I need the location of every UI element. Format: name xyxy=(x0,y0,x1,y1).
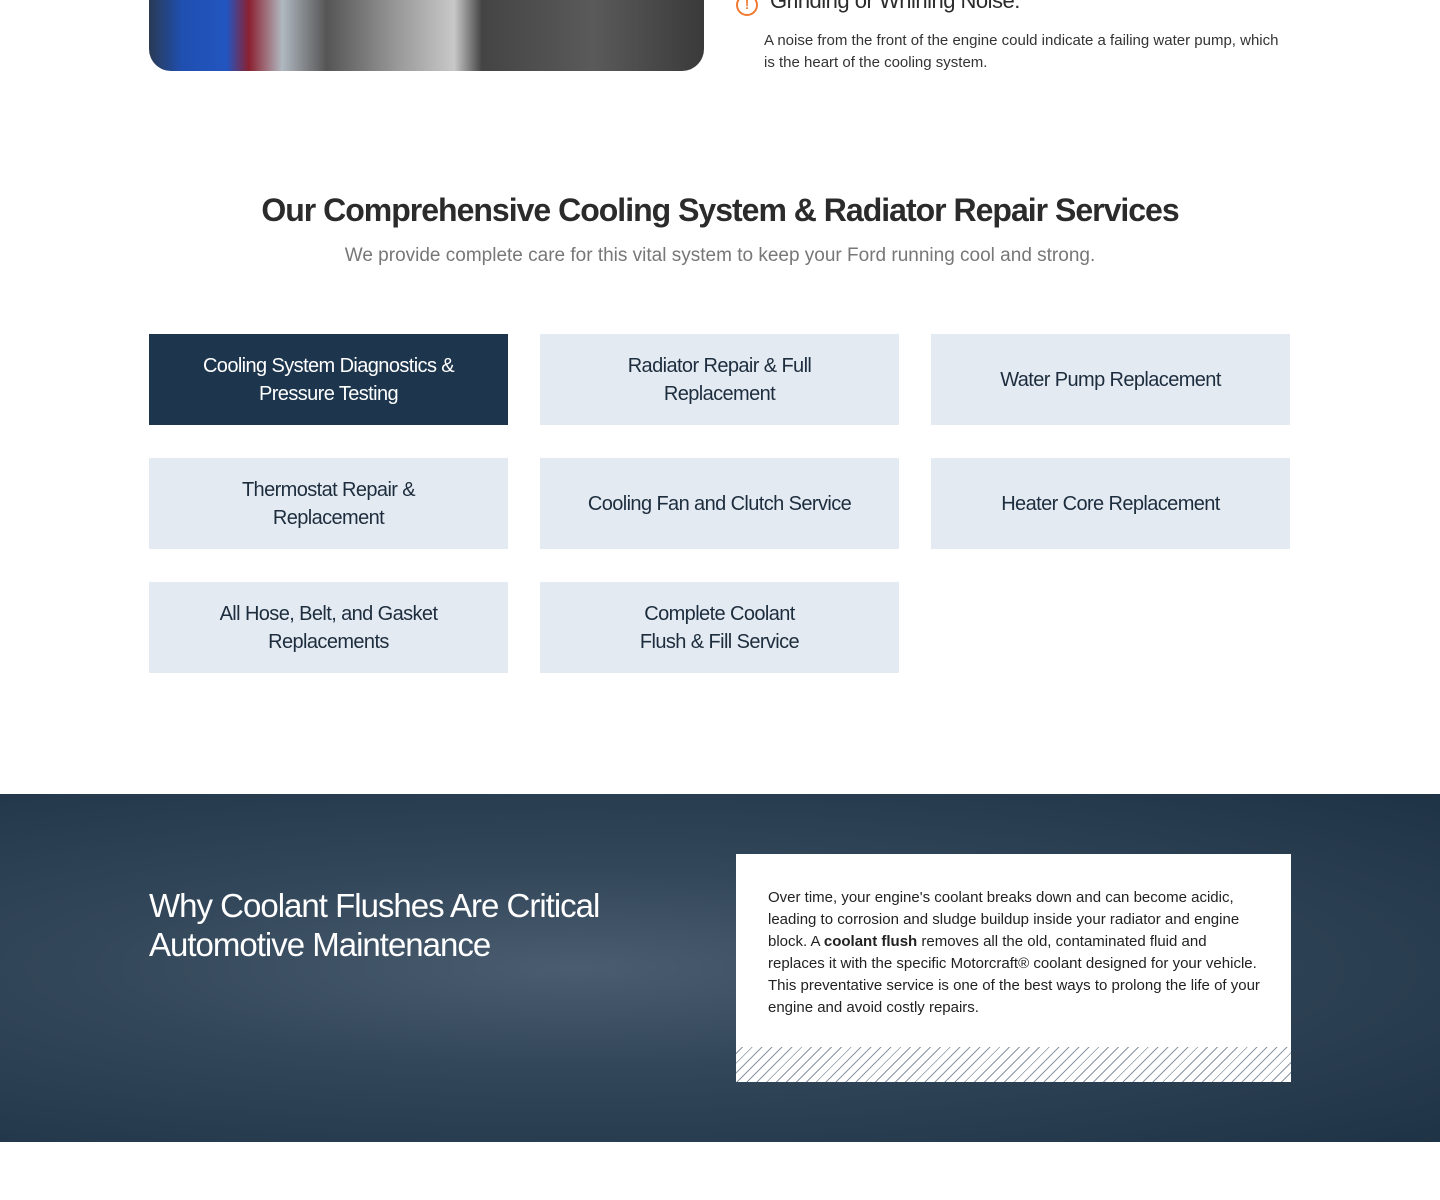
coolant-info-box: Over time, your engine's coolant breaks … xyxy=(736,854,1291,1082)
coolant-section: Why Coolant Flushes Are Critical Automot… xyxy=(0,794,1440,1142)
service-tab-diagnostics[interactable]: Cooling System Diagnostics & Pressure Te… xyxy=(149,334,508,425)
service-tab-heater-core[interactable]: Heater Core Replacement xyxy=(931,458,1290,549)
coolant-title: Why Coolant Flushes Are Critical Automot… xyxy=(149,887,600,963)
service-tab-radiator[interactable]: Radiator Repair & Full Replacement xyxy=(540,334,899,425)
hatch-decoration xyxy=(736,1047,1291,1082)
service-tab-water-pump[interactable]: Water Pump Replacement xyxy=(931,334,1290,425)
service-tab-coolant-flush[interactable]: Complete Coolant Flush & Fill Service xyxy=(540,582,899,673)
coolant-text: Over time, your engine's coolant breaks … xyxy=(768,889,1260,1016)
alert-icon: ! xyxy=(736,0,758,16)
services-title: Our Comprehensive Cooling System & Radia… xyxy=(261,192,1179,228)
symptom-title: Grinding or Whining Noise: xyxy=(770,0,1020,13)
service-tab-hoses[interactable]: All Hose, Belt, and Gasket Replacements xyxy=(149,582,508,673)
service-tab-thermostat[interactable]: Thermostat Repair & Replacement xyxy=(149,458,508,549)
services-subtitle: We provide complete care for this vital … xyxy=(344,245,1096,266)
symptom-text: A noise from the front of the engine cou… xyxy=(764,32,1279,71)
service-tab-cooling-fan[interactable]: Cooling Fan and Clutch Service xyxy=(540,458,899,549)
mechanics-photo xyxy=(149,0,704,71)
